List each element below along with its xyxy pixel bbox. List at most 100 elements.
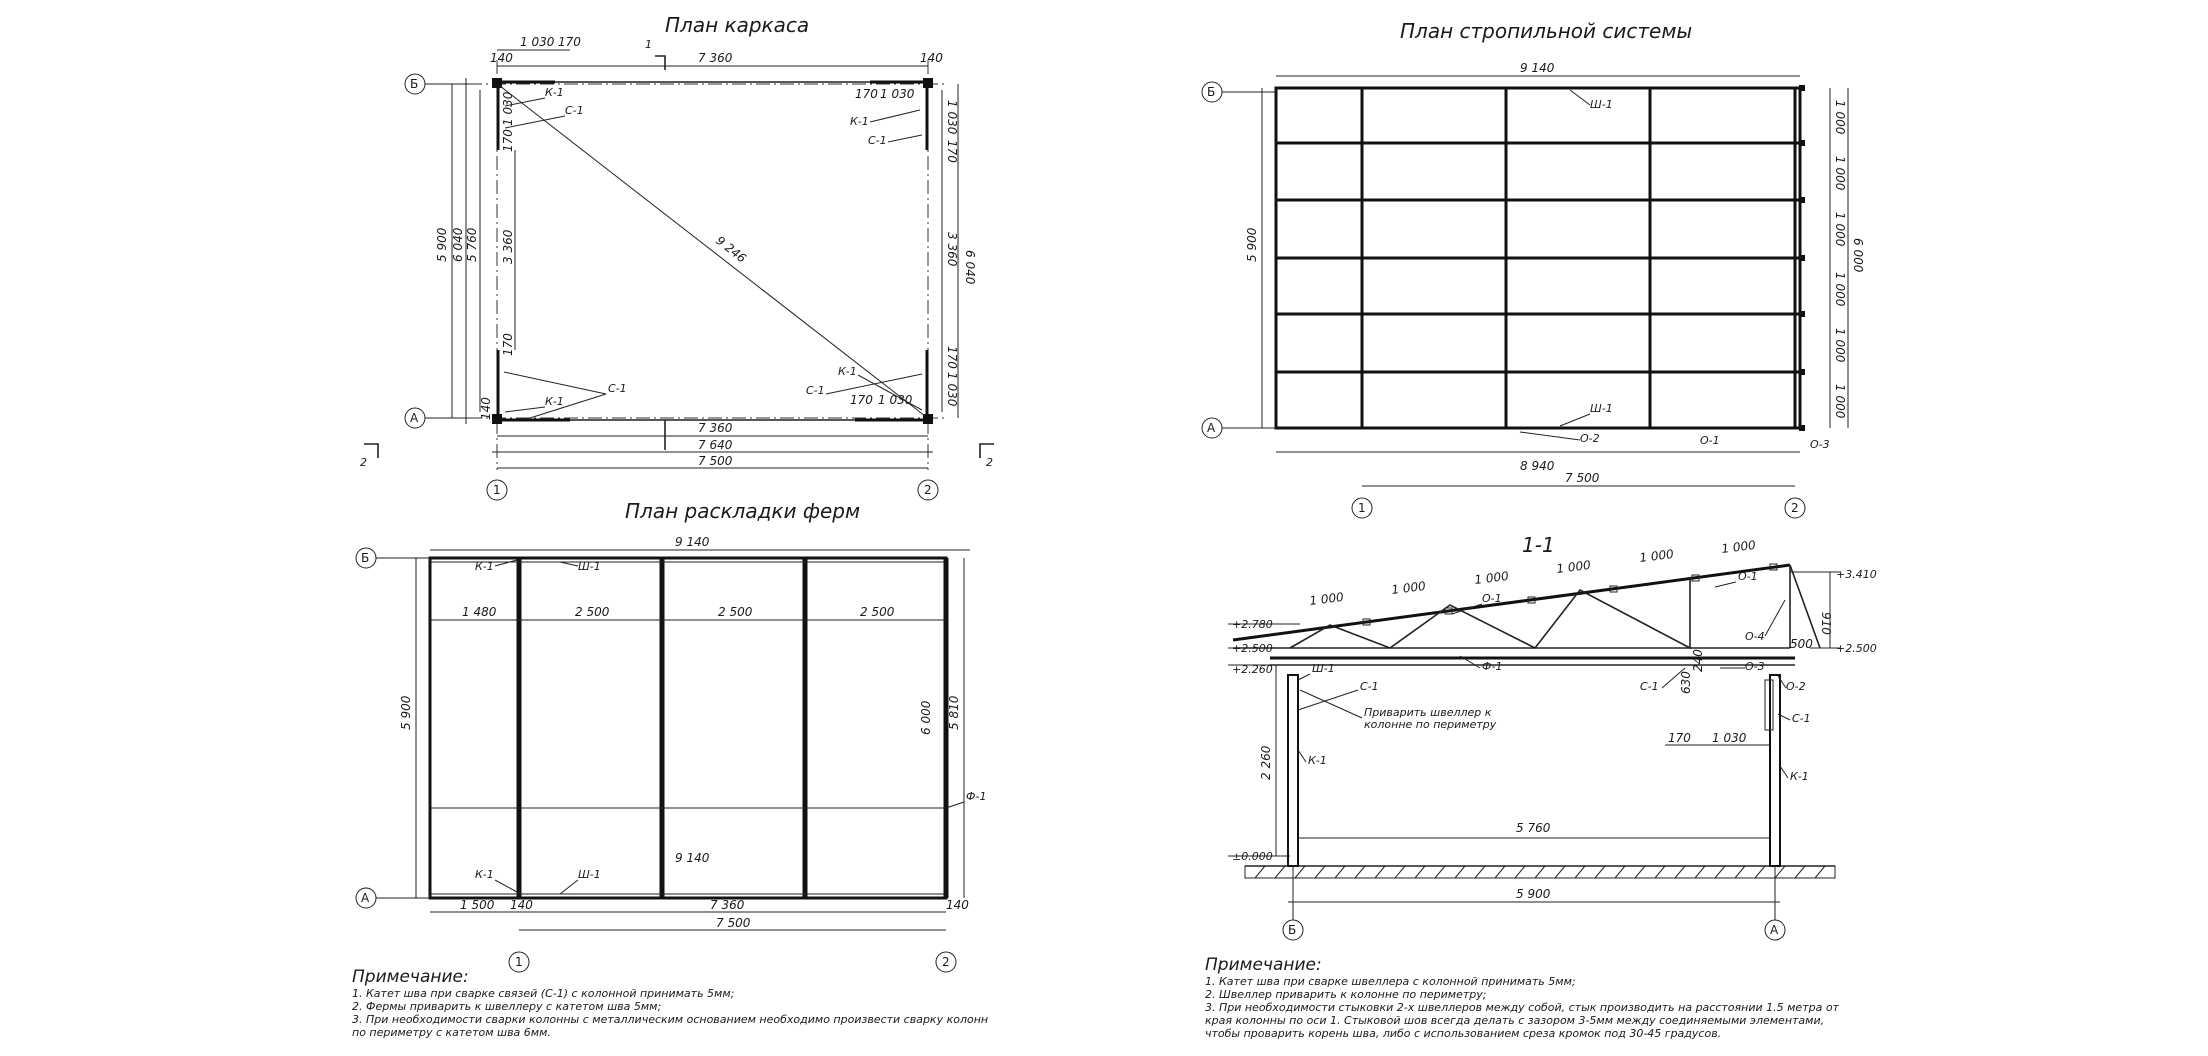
- truss-axis-bubble-a: [355, 887, 377, 909]
- dim-pitch-1: 1 000: [1309, 590, 1345, 608]
- truss-axis-bubble-b: [355, 547, 377, 569]
- notes-left-line-2: 2. Фермы приварить к швеллеру с катетом …: [352, 1000, 661, 1013]
- dim-bot-7500: 7 500: [698, 454, 733, 468]
- dim-pitch-4: 1 000: [1556, 558, 1592, 576]
- label-truss-f1: Ф-1: [966, 790, 986, 803]
- dim-pitch-6: 1 000: [1721, 538, 1757, 556]
- leader-weld-note: [1299, 689, 1363, 719]
- dim-top-b: 170: [558, 35, 581, 49]
- label-k1-left: К-1: [1308, 754, 1327, 767]
- dim-in-tr-170: 170: [855, 87, 878, 101]
- leader-o2: [1519, 431, 1581, 441]
- label-o1-mid: О-1: [1482, 592, 1502, 605]
- dim-rafter-bot-7500: 7 500: [1565, 471, 1600, 485]
- column-br: [923, 414, 933, 424]
- cut-mark-left: [364, 443, 379, 458]
- label-c1-tr: С-1: [868, 134, 887, 147]
- leader-truss-f1: [945, 801, 965, 809]
- label-o1: О-1: [1700, 434, 1720, 447]
- dim-h500: 500: [1790, 637, 1813, 651]
- axis-label-2: 2: [924, 483, 932, 497]
- leader-k1-right: [1779, 765, 1789, 779]
- leader-k1-bl: [504, 406, 546, 413]
- axis-bubble-1: [486, 479, 508, 501]
- dim-rafter-right-3: 1 000: [1833, 212, 1847, 247]
- dim-h630: 630: [1679, 671, 1693, 694]
- label-o2: О-2: [1580, 432, 1600, 445]
- section-axis-label-b: Б: [1288, 923, 1296, 937]
- leader-f1-section: [1459, 655, 1481, 669]
- truss-axis-bubble-1: [508, 951, 530, 973]
- axis-bubble-b: [404, 73, 426, 95]
- cut-mark-right: [979, 443, 994, 458]
- notes-right-line-5: чтобы проварить корень шва, либо с испол…: [1205, 1027, 1721, 1040]
- elev-0: ±0.000: [1232, 850, 1273, 863]
- leader-sh1-section: [1297, 673, 1311, 681]
- label-o3: О-3: [1810, 438, 1830, 451]
- section-view: 1-1 1 000 1 000 1 000 1 000: [1228, 533, 1877, 941]
- notes-left-line-1: 1. Катет шва при сварке связей (С-1) с к…: [352, 987, 734, 1000]
- rafter-axis-bubble-a: [1201, 417, 1223, 439]
- rafter-axis-bubble-b: [1201, 81, 1223, 103]
- leader-k1-tr: [869, 109, 921, 123]
- section-axis-label-a: А: [1770, 923, 1779, 937]
- notes-right: Примечание: 1. Катет шва при сварке швел…: [1205, 955, 1840, 1040]
- label-k1-bl: К-1: [545, 395, 564, 408]
- leader-c1-left: [1297, 689, 1359, 711]
- leader-k1-tl: [504, 97, 546, 107]
- dim-truss-s1: 1 480: [462, 605, 497, 619]
- dim-pitch-2: 1 000: [1391, 579, 1427, 597]
- dim-d170: 170: [1668, 731, 1691, 745]
- dim-left-5900: 5 900: [435, 227, 449, 262]
- leader-o1-mid: [1451, 603, 1483, 615]
- cut-mark-top: [655, 55, 666, 70]
- leader-k1-left: [1297, 749, 1307, 763]
- leader-c1-mid: [1661, 667, 1686, 689]
- dim-in-br-1030: 1 030: [878, 393, 913, 407]
- axis-bubble-a: [404, 407, 426, 429]
- label-f1-section: Ф-1: [1482, 660, 1502, 673]
- truss-axis-label-1: 1: [515, 955, 523, 969]
- label-k1-tr: К-1: [850, 115, 869, 128]
- section-axis-bubble-a: [1764, 919, 1786, 941]
- section-axis-bubble-b: [1282, 919, 1304, 941]
- dim-left-140: 140: [479, 397, 493, 420]
- leader-o2-section: [1777, 675, 1787, 689]
- truss-plan-title: План раскладки ферм: [625, 499, 860, 523]
- axis-label-a: А: [410, 411, 419, 425]
- truss-axis-label-2: 2: [942, 955, 950, 969]
- dim-truss-right: 5 810: [947, 695, 961, 730]
- truss-axis-label-a: А: [361, 891, 370, 905]
- label-sh1-section: Ш-1: [1312, 662, 1335, 675]
- truss-plan-view: План раскладки ферм 9 140 1 480 2 500 2 …: [355, 499, 986, 973]
- notes-left-heading: Примечание:: [352, 967, 469, 987]
- leader-c1-tr: [887, 134, 923, 143]
- dim-truss-bot-140b: 140: [946, 898, 969, 912]
- dim-left-1030: 1 030: [501, 91, 515, 126]
- rafter-joints: [1799, 85, 1805, 431]
- cut-mark-right-label: 2: [986, 456, 993, 469]
- label-o4: О-4: [1745, 630, 1765, 643]
- dim-truss-bot-140a: 140: [510, 898, 533, 912]
- dim-in-br-170: 170: [850, 393, 873, 407]
- section-title: 1-1: [1522, 533, 1555, 557]
- dim-top-l: 140: [490, 51, 513, 65]
- dim-pitch-5: 1 000: [1639, 547, 1675, 565]
- column-tr: [923, 78, 933, 88]
- dim-right-170a: 170: [945, 140, 959, 163]
- leader-truss-sh1-top: [559, 561, 579, 567]
- dim-pitch-3: 1 000: [1474, 569, 1510, 587]
- frame-plan-title: План каркаса: [665, 13, 809, 37]
- label-c1-bl: С-1: [608, 382, 627, 395]
- leader-truss-sh1-bot: [559, 879, 579, 895]
- notes-right-heading: Примечание:: [1205, 955, 1322, 975]
- dim-right-1030a: 1 030: [945, 100, 959, 135]
- leader-k1-br: [857, 374, 923, 411]
- dim-rafter-right-2: 1 000: [1833, 156, 1847, 191]
- label-truss-k1-top: К-1: [475, 560, 494, 573]
- label-o1-top: О-1: [1738, 570, 1758, 583]
- label-c1-tl: С-1: [565, 104, 584, 117]
- leader-c1-tl: [504, 115, 566, 129]
- elev-2500-right: +2.500: [1836, 642, 1877, 655]
- dim-rafter-right-5: 1 000: [1833, 328, 1847, 363]
